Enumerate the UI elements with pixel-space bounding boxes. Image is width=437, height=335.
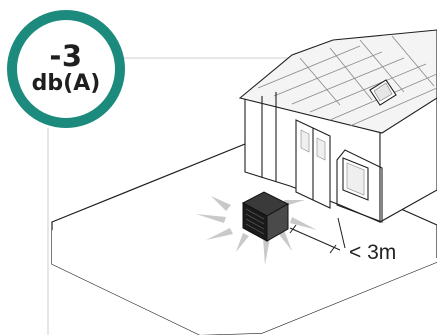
noise-reduction-badge: -3 db(A) [7,10,125,128]
noise-burst-icon [196,196,317,265]
door-icon [295,119,331,209]
distance-label: < 3m [349,241,397,264]
house-icon [238,29,437,223]
distance-dimension-line [289,217,346,254]
noise-reduction-value: -3 [49,39,83,73]
window-icon [342,157,369,201]
heat-pump-unit-icon [241,191,290,242]
noise-reduction-unit: db(A) [31,71,101,96]
